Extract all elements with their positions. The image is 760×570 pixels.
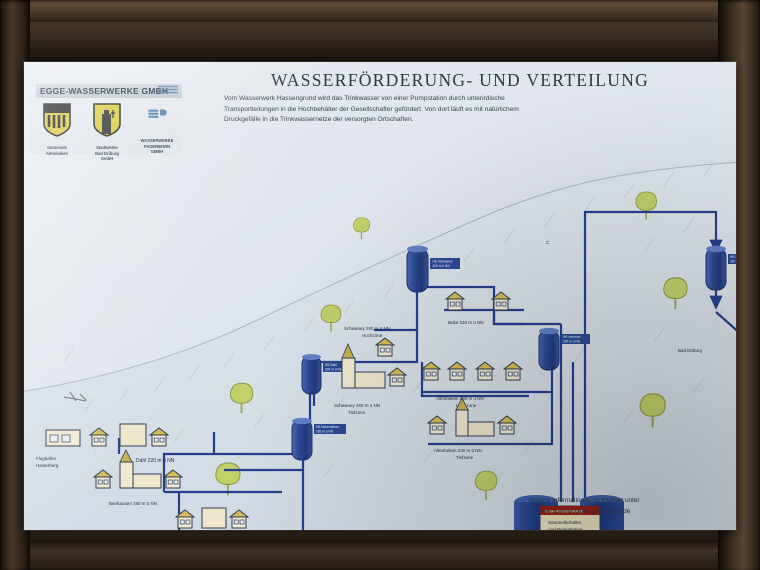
map-marker-c: C <box>546 240 550 245</box>
reservoir-towers: HB Schwaney 320 m ü NN HB Dahl 295 m ü N… <box>291 245 736 461</box>
reservoir-label: HB Neuenbeken <box>316 425 340 429</box>
source-label-line2: und Pumpstation <box>548 527 583 530</box>
village-buke: Buke 310 m ü NN <box>445 291 511 325</box>
reservoir-hb-neuenbeken: HB Neuenbeken 255 m ü NN <box>291 417 346 461</box>
village-label: Tiefzone <box>456 455 474 460</box>
village-schwaney-tiefzone: Schwaney 260 m ü NN Tiefzone <box>334 342 407 415</box>
village-benhausen: Benhausen 190 m ü NN <box>93 449 183 506</box>
village-label: Benhausen 190 m ü NN <box>109 501 157 506</box>
village-label: Flughafen <box>36 456 57 461</box>
village-label: Buke 310 m ü NN <box>448 320 484 325</box>
village-label: Altenbeken 280 m ü NN <box>436 396 484 401</box>
village-altenbeken-hochzone: Altenbeken 280 m ü NN Hochzone <box>421 361 523 408</box>
village-label: Hochzone <box>362 333 383 338</box>
reservoir-elevation: 255 m ü NN <box>316 429 334 433</box>
reservoir-hb-herbram: HB Herbram 305 m ü NN <box>538 327 590 371</box>
village-label: Haxterberg <box>36 463 59 468</box>
village-dahl: Dahl 220 m ü NN <box>89 423 175 464</box>
village-label: Tiefzone <box>348 410 366 415</box>
reservoir-label: HB Herbram <box>563 335 581 339</box>
village-label: Dahl 220 m ü NN <box>136 458 175 464</box>
reservoir-elevation: 320 m ü NN <box>730 259 736 263</box>
source-banner: EGGE-WASSERWERKE <box>545 510 584 514</box>
frame-top-beam <box>18 20 742 62</box>
waterworks-hassengrund: EGGE-WASSERWERKE Sammelbehälter und Pump… <box>514 495 624 530</box>
reservoir-hb-schwaney: HB Schwaney 320 m ü NN <box>406 245 460 293</box>
airplane-icon <box>63 391 87 402</box>
reservoir-hb-dahl: HB Dahl 295 m ü NN <box>301 354 350 395</box>
page-title: WASSERFÖRDERUNG- UND VERTEILUNG <box>270 70 650 90</box>
company-name: EGGE-WASSERWERKE GMBH <box>40 86 169 96</box>
village-label: Schwaney 260 m ü NN <box>334 403 380 408</box>
village-label: Schwaney 280 m ü NN <box>344 326 390 331</box>
village-flughafen: Flughafen Haxterberg <box>36 429 81 468</box>
village-label: Altenbeken 230 m ü NN <box>434 448 482 453</box>
village-neuenbeken: Neuenbeken 170 m ü NN <box>175 507 249 529</box>
wasserwerke-logo-icon <box>158 85 178 94</box>
village-altenbeken-tiefzone: Altenbeken 230 m ü NN Tiefzone <box>427 397 517 460</box>
intro-paragraph: Vom Wasserwerk Hassengrund wird das Trin… <box>224 95 519 124</box>
source-label-line1: Sammelbehälter <box>548 520 582 525</box>
reservoir-label: HB Schwaney <box>433 259 453 263</box>
reservoir-elevation: 295 m ü NN <box>325 367 343 371</box>
footer-website[interactable]: www.wasserwerke-paderborn.de <box>537 508 631 516</box>
village-label: Hochzone <box>456 403 477 408</box>
village-label-bad-driburg: Bad Driburg <box>678 348 703 353</box>
hill-ridge-line <box>24 161 736 392</box>
reservoir-label: HB Stadt <box>730 255 736 259</box>
water-supply-schematic: HB Schwaney 320 m ü NN HB Dahl 295 m ü N… <box>24 161 736 530</box>
reservoir-hb-stadt: HB Stadt 320 m ü NN <box>705 245 736 291</box>
footer-line-1: Weitere Informationen im Internet unter <box>528 497 640 505</box>
grass-hatching <box>63 161 725 493</box>
reservoir-elevation: 305 m ü NN <box>563 339 581 343</box>
village-schwaney-hochzone: Schwaney 280 m ü NN Hochzone <box>344 326 395 357</box>
company-name-bar: EGGE-WASSERWERKE GMBH <box>36 84 182 98</box>
reservoir-elevation: 320 m ü NN <box>433 264 451 268</box>
footer-info: Weitere Informationen im Internet unter … <box>454 496 714 518</box>
reservoir-label: HB Dahl <box>325 363 337 367</box>
